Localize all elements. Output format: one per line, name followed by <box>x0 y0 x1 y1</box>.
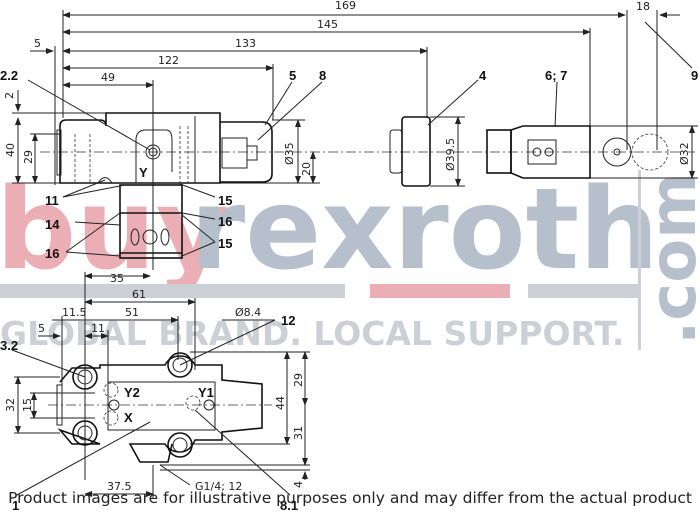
dim-44: 44 <box>274 396 287 410</box>
valve-top-view: Y2 X Y1 12 3.2 1 8.1 <box>0 313 298 513</box>
label-9: 9 <box>691 68 698 83</box>
watermark-bar <box>0 284 345 298</box>
label-3-2: 3.2 <box>0 338 18 353</box>
label-12: 12 <box>281 313 295 328</box>
label-15-a: 15 <box>218 193 232 208</box>
port-x-label: X <box>124 410 133 425</box>
port-y1-label: Y1 <box>198 385 214 400</box>
port-y-label: Y <box>139 165 148 180</box>
dim-5: 5 <box>34 37 41 50</box>
label-8-1: 8.1 <box>280 498 298 513</box>
dim-dia32: Ø32 <box>678 142 691 165</box>
dim-31: 31 <box>292 426 305 440</box>
label-15-b: 15 <box>218 236 232 251</box>
port-y2-label: Y2 <box>124 385 140 400</box>
dim-thread: G1/4; 12 <box>195 480 242 493</box>
label-14: 14 <box>45 217 60 232</box>
dim-18: 18 <box>636 0 650 13</box>
dim-dia39-5: Ø39.5 <box>444 138 457 171</box>
dim-35: 35 <box>110 272 124 285</box>
watermark-bar-2 <box>528 284 638 298</box>
dim-37-5: 37.5 <box>107 480 132 493</box>
label-16-b: 16 <box>218 214 232 229</box>
dim-133: 133 <box>235 37 256 50</box>
mounting-holes <box>72 352 193 458</box>
label-6-7: 6; 7 <box>545 68 567 83</box>
dim-5-bottom: 5 <box>38 322 45 335</box>
dim-29: 29 <box>22 150 35 164</box>
label-2-2: 2.2 <box>0 68 18 83</box>
label-4: 4 <box>479 68 487 83</box>
label-8: 8 <box>319 68 326 83</box>
watermark-divider <box>638 170 641 350</box>
dim-32: 32 <box>4 398 17 412</box>
dim-61: 61 <box>132 288 146 301</box>
label-16-a: 16 <box>45 246 59 261</box>
dim-11-5: 11.5 <box>62 306 87 319</box>
valve-side-view: Y 2.2 5 8 4 6; 7 9 11 <box>0 21 698 261</box>
dim-122: 122 <box>158 54 179 67</box>
dim-dia35: Ø35 <box>283 142 296 165</box>
dim-169: 169 <box>335 0 356 12</box>
label-11: 11 <box>45 193 59 208</box>
dim-dia8-4: Ø8.4 <box>235 306 261 319</box>
bottom-dimensions: 35 61 11.5 51 5 11 Ø8.4 32 15 29 44 31 4… <box>4 272 310 498</box>
disclaimer-text: Product images are for illustrative purp… <box>8 489 692 507</box>
top-dimensions: 169 145 133 5 122 49 18 2 40 29 Ø35 20 Ø… <box>3 0 698 270</box>
dim-40: 40 <box>4 143 17 157</box>
dim-145: 145 <box>317 18 338 31</box>
dim-15: 15 <box>21 398 34 412</box>
dim-20: 20 <box>300 162 313 176</box>
label-5: 5 <box>289 68 296 83</box>
watermark-bar-red <box>370 284 510 298</box>
watermark-rexroth: rexroth <box>190 165 659 295</box>
dim-29-bottom: 29 <box>292 373 305 387</box>
dim-11: 11 <box>91 322 105 335</box>
dim-49: 49 <box>101 71 115 84</box>
watermark-com: .com <box>637 172 700 345</box>
dim-2: 2 <box>3 92 16 99</box>
dim-51: 51 <box>125 306 139 319</box>
dim-4: 4 <box>292 481 305 488</box>
watermark: buy rexroth GLOBAL BRAND. LOCAL SUPPORT.… <box>0 165 700 353</box>
label-1: 1 <box>12 498 19 513</box>
